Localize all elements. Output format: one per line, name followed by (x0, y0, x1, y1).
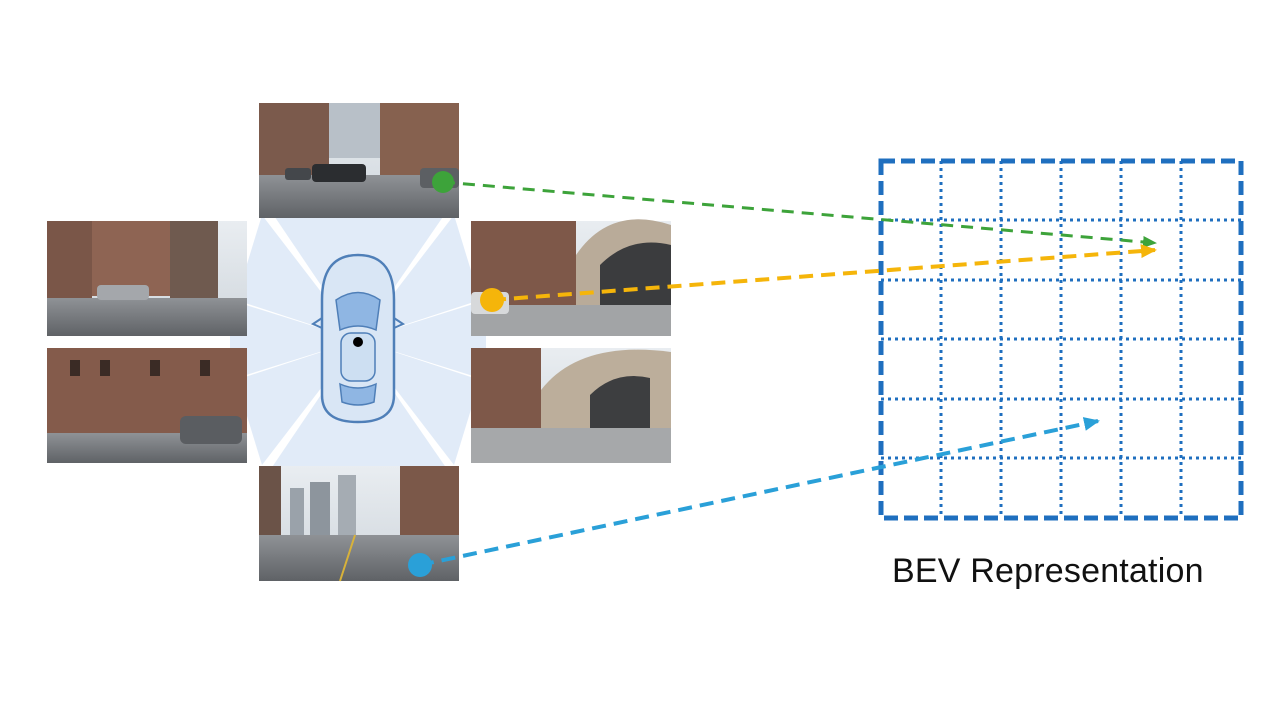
camera-front-image (259, 103, 459, 218)
camera-back-left-image (47, 348, 247, 463)
ego-center-dot (353, 337, 363, 347)
camera-front-left-image (47, 221, 247, 336)
camera-back-right-image (471, 348, 671, 463)
bev-grid (881, 161, 1241, 518)
bev-grid-lines (881, 161, 1241, 518)
bev-representation-label: BEV Representation (892, 552, 1232, 591)
camera-front-right-image (471, 219, 671, 336)
